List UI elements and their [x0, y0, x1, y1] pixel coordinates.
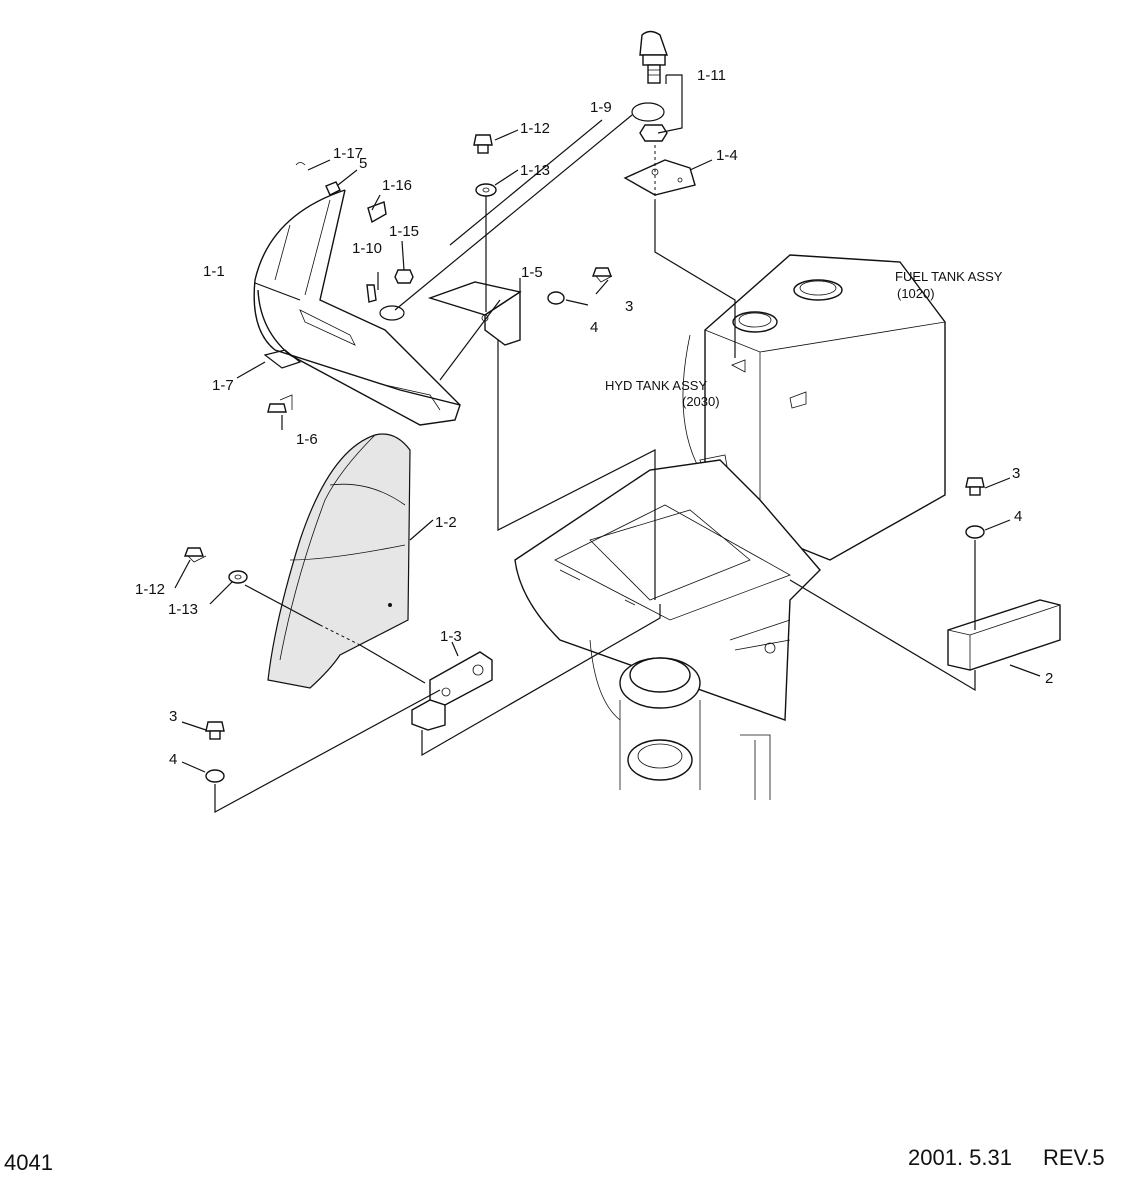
bracket-part-1-5: [427, 281, 522, 346]
part-label-4-left: 4: [169, 751, 177, 768]
part-label-1-7: 1-7: [212, 377, 234, 394]
part-label-1-17: 1-17: [333, 145, 363, 162]
revision-number: REV.5: [1043, 1145, 1105, 1170]
part-label-1-3: 1-3: [440, 628, 462, 645]
part-label-3-mid: 3: [625, 298, 633, 315]
part-label-2: 2: [1045, 670, 1053, 687]
footer: 4041 2001. 5.31 REV.5: [4, 1145, 1105, 1175]
hardware: [183, 134, 985, 783]
part-label-3-left: 3: [169, 708, 177, 725]
assembly-labels: FUEL TANK ASSY (1020) HYD TANK ASSY (203…: [605, 269, 1003, 409]
part-label-4-right: 4: [1014, 508, 1022, 525]
part-label-1-1: 1-1: [203, 263, 225, 280]
bracket-part-1-3: [411, 651, 493, 731]
revision-date: 2001. 5.31: [908, 1145, 1012, 1170]
part-label-1-12-top: 1-12: [520, 120, 550, 137]
hyd-tank-assy-label: HYD TANK ASSY: [605, 378, 707, 393]
hyd-tank-assy-ref: (2030): [682, 394, 720, 409]
part-label-1-12-bottom: 1-12: [135, 581, 165, 598]
part-label-1-10: 1-10: [352, 240, 382, 257]
cable-part-1-9: [379, 102, 665, 321]
part-label-3-right: 3: [1012, 465, 1020, 482]
part-label-1-16: 1-16: [382, 177, 412, 194]
part-label-1-5: 1-5: [521, 264, 543, 281]
part-label-1-13-bottom: 1-13: [168, 601, 198, 618]
page-number: 4041: [4, 1150, 53, 1175]
side-panel-part-1-2: [267, 433, 411, 689]
part-labels: 1-1 1-2 1-3 1-4 1-5 1-6 1-7 1-9 1-10 1-1…: [135, 67, 1053, 768]
part-label-1-4: 1-4: [716, 147, 738, 164]
upper-frame-drawing: [514, 459, 821, 800]
part-label-1-2: 1-2: [435, 514, 457, 531]
plate-part-1-4: [623, 159, 696, 196]
part-label-1-9: 1-9: [590, 99, 612, 116]
part-label-1-15: 1-15: [389, 223, 419, 240]
leader-lines: [174, 74, 1041, 814]
breather-part-1-11: [639, 30, 668, 142]
part-label-5: 5: [359, 155, 367, 172]
part-label-1-11: 1-11: [697, 67, 726, 84]
part-label-1-13-top: 1-13: [520, 162, 550, 179]
cover-part-1-1: [253, 189, 461, 426]
tray-part-2: [947, 599, 1061, 671]
fuel-tank-drawing: [682, 254, 946, 561]
part-label-4-mid: 4: [590, 319, 598, 336]
fuel-tank-assy-ref: (1020): [897, 286, 935, 301]
part-label-1-6: 1-6: [296, 431, 318, 448]
fuel-tank-assy-label: FUEL TANK ASSY: [895, 269, 1003, 284]
